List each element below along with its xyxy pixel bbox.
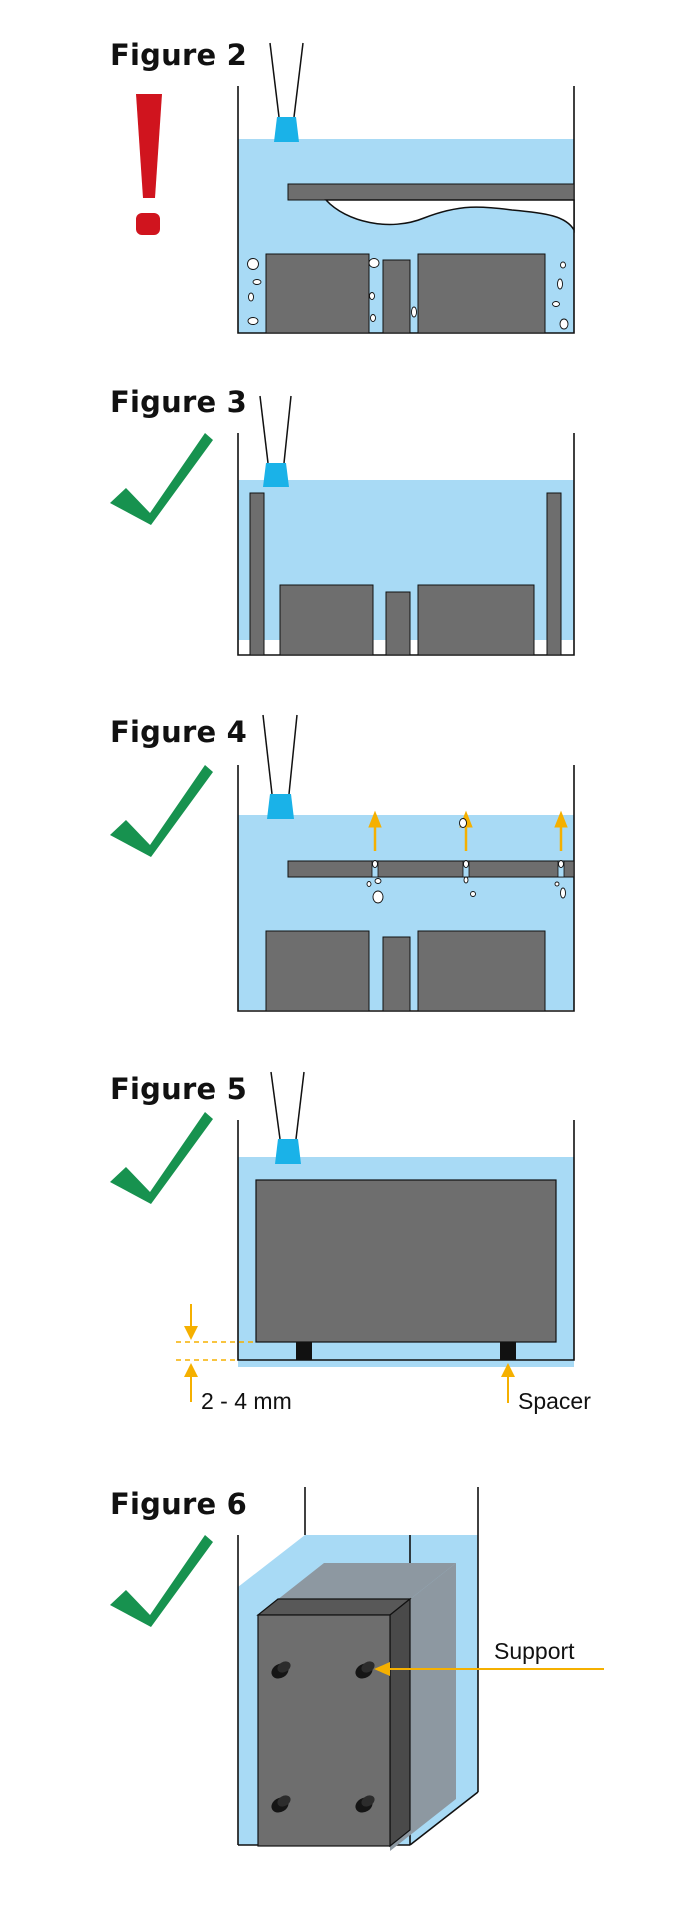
part-right <box>417 930 546 1012</box>
part-middle <box>385 591 411 656</box>
part-left <box>279 584 374 656</box>
figure-2: Figure 2 <box>0 38 694 338</box>
figure-5-diagram: 2 - 4 mm Spacer <box>110 1071 591 1414</box>
gap-indicator <box>176 1304 256 1402</box>
wall-left <box>249 492 265 656</box>
checkmark-icon <box>110 433 213 525</box>
nozzle <box>269 42 304 142</box>
figure-2-title: Figure 2 <box>110 38 247 72</box>
figure-6-diagram: Support <box>110 1487 604 1851</box>
checkmark-icon <box>110 765 213 857</box>
air-bubbles <box>366 818 566 904</box>
spacer-label: Spacer <box>518 1388 591 1414</box>
nozzle <box>262 714 298 819</box>
nozzle <box>270 1071 305 1164</box>
plate-with-holes <box>287 860 575 878</box>
figure-6-title: Figure 6 <box>110 1487 247 1521</box>
air-bubbles <box>247 258 569 330</box>
support-pointer <box>374 1662 604 1676</box>
figure-4-diagram <box>110 714 575 1012</box>
part-left <box>265 253 370 334</box>
figure-3-title: Figure 3 <box>110 385 247 419</box>
part-right <box>417 584 535 656</box>
figure-6: Figure 6 <box>0 1487 694 1907</box>
part-block <box>255 1179 557 1343</box>
part-middle <box>382 936 411 1012</box>
checkmark-icon <box>110 1112 213 1204</box>
exclamation-icon <box>136 94 162 235</box>
part-middle <box>382 259 411 334</box>
figure-3-diagram <box>110 395 575 656</box>
plate <box>287 183 575 201</box>
support-label: Support <box>494 1638 575 1664</box>
tank <box>237 1120 575 1361</box>
wall-right <box>546 492 562 656</box>
figure-2-diagram <box>136 42 575 334</box>
checkmark-icon <box>110 1535 213 1627</box>
part-left <box>265 930 370 1012</box>
gap-label: 2 - 4 mm <box>201 1388 292 1414</box>
trapped-air <box>324 199 575 233</box>
nozzle <box>259 395 292 487</box>
figure-5-title: Figure 5 <box>110 1072 247 1106</box>
spacer-pointer <box>501 1363 515 1403</box>
figure-4-title: Figure 4 <box>110 715 247 749</box>
spacer-left <box>296 1342 312 1360</box>
support-pins <box>271 1661 375 1813</box>
part-right <box>417 253 546 334</box>
figure-3: Figure 3 <box>0 385 694 665</box>
spacer-right <box>500 1342 516 1360</box>
figure-4: Figure 4 <box>0 714 694 1025</box>
figure-5: Figure 5 2 - 4 mm Spacer <box>0 1071 694 1414</box>
